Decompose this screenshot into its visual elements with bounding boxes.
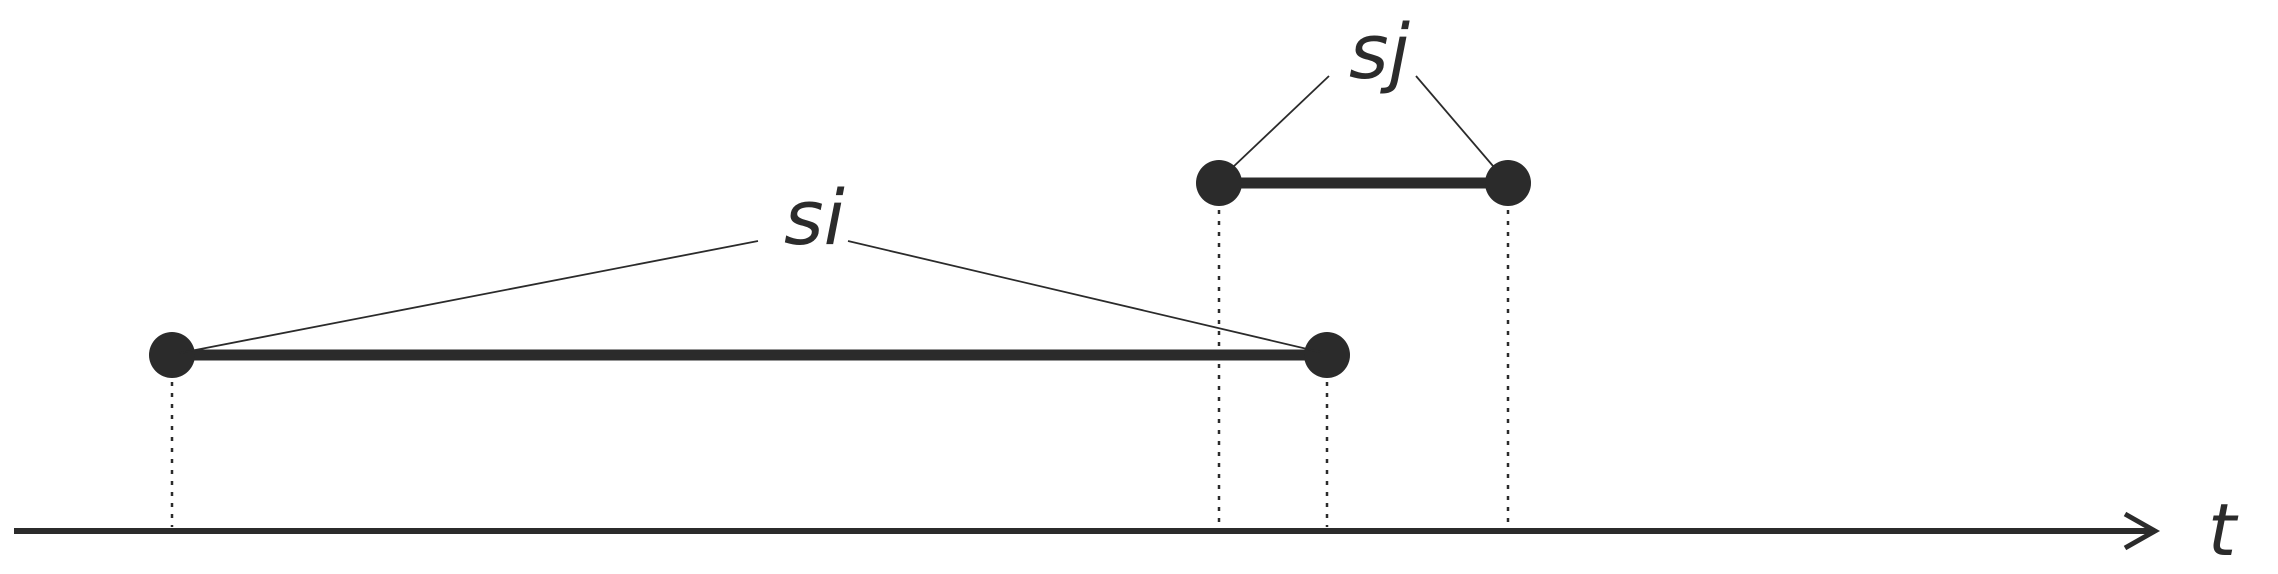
time-axis-label: t xyxy=(2208,488,2239,572)
interval-si: si xyxy=(149,173,1350,378)
interval-si-start-point xyxy=(149,332,195,378)
interval-si-leader-left xyxy=(179,240,759,354)
interval-si-end-point xyxy=(1304,332,1350,378)
interval-sj-start-point xyxy=(1196,160,1242,206)
interval-sj-end-point xyxy=(1485,160,1531,206)
interval-sj-leader-left xyxy=(1231,75,1330,169)
time-axis-arrowhead xyxy=(2123,511,2161,551)
interval-sj-label: sj xyxy=(1349,7,1411,96)
interval-sj-leader-right xyxy=(1415,75,1494,167)
interval-sj: sj xyxy=(1196,7,1531,206)
interval-si-label: si xyxy=(784,173,845,262)
interval-si-leader-right xyxy=(847,240,1321,353)
